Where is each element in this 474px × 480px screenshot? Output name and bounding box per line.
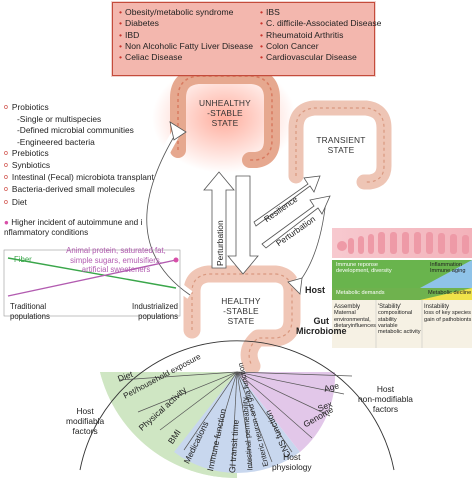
fiber-label: Fiber: [14, 255, 32, 264]
disease-item: Diabetes: [119, 18, 253, 29]
stage-desc: environmental,: [334, 316, 371, 323]
unhealthy-glow: [152, 63, 296, 173]
interventions-list: Probiotics -Single or multispecies -Defi…: [4, 102, 154, 209]
disease-box: Obesity/metabolic syndrome Diabetes IBD …: [112, 2, 381, 76]
diagonal-arrows: [253, 175, 331, 249]
disease-item: IBS: [260, 7, 381, 18]
group-label-line: Host: [376, 384, 395, 394]
state-label-line: STATE: [327, 145, 355, 155]
state-label-line: HEALTHY: [221, 296, 261, 306]
disease-item: C. difficile-Associated Disease: [260, 18, 381, 29]
gut-label-line: Microbiome: [296, 326, 347, 336]
group-label-line: Host: [76, 406, 94, 416]
disease-item: Cardiovascular Disease: [260, 52, 381, 63]
intervention-item: Bacteria-derived small molecules: [4, 184, 154, 196]
intervention-item: Prebiotics: [4, 148, 154, 160]
stage-desc: compositional stability: [378, 310, 413, 323]
transient-colon: [288, 100, 392, 190]
animal-line: [7, 259, 177, 297]
group-label-line: modifiabla: [66, 416, 105, 426]
intervention-subitem: -Defined microbial communities: [17, 125, 134, 136]
stage-title: Assembly: [334, 304, 361, 310]
autoimmune-note: ● Higher incident of autoimmune and i nf…: [4, 218, 154, 238]
intervention-item: Probiotics: [4, 102, 154, 114]
x-label-traditional: Traditional populations: [10, 302, 50, 321]
host-physiology-label: Host physiology: [272, 452, 312, 472]
inflammation-text: Inflammation Immune aging: [430, 262, 465, 275]
x-label-line: populations: [10, 311, 50, 321]
intervention-subitem: -Engineered bacteria: [17, 136, 95, 147]
healthy-colon: [183, 265, 301, 375]
disease-item: Non Alcoholic Fatty Liver Disease: [119, 41, 253, 52]
chart-marker: [173, 257, 179, 263]
stage-stability: 'Stability' compositional stability vari…: [378, 304, 422, 335]
stage-desc: variable metabolic activity: [378, 322, 421, 336]
disease-item: Rheumatoid Arthritis: [260, 30, 381, 41]
stage-title: 'Stability': [378, 304, 402, 310]
host-nonmodifiable-label: Host non-modifiabla factors: [358, 384, 413, 414]
group-label-line: physiology: [272, 462, 312, 472]
unhealthy-state-label: UNHEALTHY -STABLE STATE: [190, 98, 260, 128]
disease-item: Colon Cancer: [260, 41, 381, 52]
autoimmune-note-text: Higher incident of autoimmune and i nfla…: [4, 218, 143, 237]
stage-desc: Maternal: [334, 310, 356, 317]
disease-item: Celiac Disease: [119, 52, 253, 63]
stage-title: Instability: [424, 304, 450, 310]
state-label-line: UNHEALTHY: [199, 98, 251, 108]
fiber-chart-plot: [3, 249, 181, 317]
state-label-line: STATE: [227, 316, 255, 326]
fiber-line: [7, 257, 177, 289]
healthy-state-label: HEALTHY -STABLE STATE: [206, 296, 276, 326]
host-modifiable-label: Host modifiabla factors: [66, 406, 104, 436]
x-label-line: populations: [138, 311, 178, 321]
state-label-line: TRANSIENT: [316, 135, 366, 145]
stage-desc: loss of key species: [424, 310, 471, 317]
state-label-line: -STABLE: [207, 108, 243, 118]
x-label-industrialized: Industrialized populations: [120, 302, 178, 321]
disease-item: IBD: [119, 30, 253, 41]
note-bullet-icon: ●: [4, 218, 12, 227]
perturbation-left-label: Perturbation: [215, 220, 225, 266]
stage-desc: gain of pathobionts: [424, 316, 472, 323]
state-label-line: STATE: [211, 118, 239, 128]
disease-list-left: Obesity/metabolic syndrome Diabetes IBD …: [119, 7, 253, 63]
vertical-arrows: [203, 171, 259, 275]
group-label-line: Host: [283, 452, 301, 462]
inflammation-line: Immune aging: [430, 268, 466, 275]
immune-response-text: Immune reponse development, diversity: [336, 262, 392, 275]
intervention-item: Intestinal (Fecal) microbiota transplant: [4, 172, 154, 184]
host-panel: [332, 228, 472, 348]
animal-protein-label: Animal protein, saturated fat, simple su…: [66, 246, 166, 274]
group-label-line: factors: [372, 404, 399, 414]
stage-assembly: Assembly Maternal environmental, dietary…: [334, 304, 376, 329]
stage-instability: Instability loss of key species gain of …: [424, 304, 472, 323]
group-label-line: non-modifiabla: [358, 394, 413, 404]
intervention-item: Synbiotics: [4, 160, 154, 172]
factors-fan: [79, 340, 395, 479]
disease-item: Obesity/metabolic syndrome: [119, 7, 253, 18]
intervention-subitem: -Single or multispecies: [17, 114, 102, 125]
x-label-line: Industrialized: [132, 302, 178, 311]
intervention-item: Diet: [4, 197, 154, 209]
stage-desc: dietaryinfluences: [334, 322, 376, 329]
transient-state-label: TRANSIENT STATE: [306, 135, 376, 155]
x-label-line: Traditional: [10, 302, 47, 311]
group-label-line: factors: [72, 426, 98, 436]
immune-line: Immune reponse: [336, 262, 378, 268]
inflammation-line: Inflammation: [430, 262, 463, 268]
metabolic-demands-text: Metabolic demands: [336, 290, 385, 296]
metabolic-decline-text: Metabolic decline: [428, 290, 472, 296]
gut-label-line: Gut: [313, 316, 330, 326]
host-label: Host: [305, 285, 325, 295]
gut-microbiome-label: Gut Microbiome: [296, 316, 347, 336]
state-label-line: -STABLE: [223, 306, 259, 316]
disease-list-right: IBS C. difficile-Associated Disease Rheu…: [260, 7, 381, 63]
immune-line: development, diversity: [336, 268, 392, 275]
unhealthy-colon: [170, 68, 280, 168]
